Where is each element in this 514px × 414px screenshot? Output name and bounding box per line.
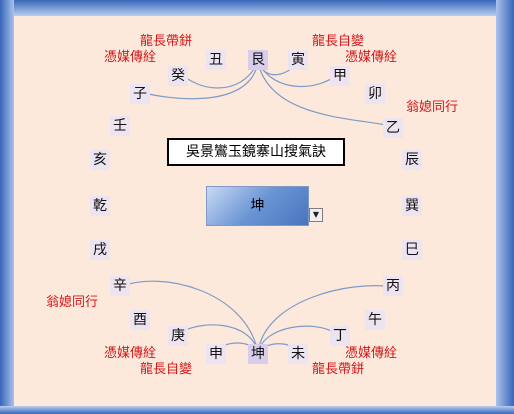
mountain-jia: 甲 (330, 66, 350, 86)
mountain-you: 酉 (130, 310, 150, 330)
mountain-zi: 子 (130, 84, 150, 104)
note-top-left-2: 憑媒傳絟 (104, 50, 157, 65)
mountain-xin: 辛 (110, 276, 130, 296)
note-bottom-left-1: 憑媒傳絟 (104, 346, 157, 361)
arc-gen-yi (257, 61, 391, 127)
mountain-kun: 坤 (248, 344, 268, 364)
mountain-xu: 戌 (90, 240, 110, 260)
arc-kun-bing (257, 285, 394, 353)
mountain-mao: 卯 (365, 84, 385, 104)
frame-left (0, 0, 14, 414)
mountain-yi: 乙 (383, 118, 403, 138)
mountain-yin: 寅 (288, 50, 308, 70)
chevron-down-icon[interactable]: ▼ (309, 208, 323, 222)
mountain-shen: 申 (206, 344, 226, 364)
arc-gen-zi (139, 61, 259, 100)
mountain-gui: 癸 (168, 66, 188, 86)
mountain-wei: 未 (288, 344, 308, 364)
note-bottom-left-2: 龍長自變 (140, 362, 193, 377)
mountain-si: 巳 (402, 240, 422, 260)
note-bottom-right-2: 龍長帶鉼 (312, 362, 365, 377)
mountain-ding: 丁 (330, 326, 350, 346)
mountain-bing: 丙 (383, 276, 403, 296)
note-top-right-1: 龍長自變 (312, 34, 365, 49)
diagram-title: 吳景鸞玉鏡寨山搜氣訣 (167, 138, 345, 166)
mountain-chen: 辰 (402, 150, 422, 170)
note-top-left-1: 龍長帶鉼 (140, 34, 193, 49)
note-left-mid: 翁媳同行 (46, 295, 99, 310)
note-top-right-2: 憑媒傳絟 (345, 50, 398, 65)
mountain-select-button[interactable]: 坤 (206, 186, 309, 226)
frame-right (496, 0, 514, 414)
note-right-mid: 翁媳同行 (406, 100, 459, 115)
frame-top (0, 0, 514, 16)
frame-bottom (0, 406, 514, 414)
mountain-hai: 亥 (90, 150, 110, 170)
mountain-xun: 巽 (402, 196, 422, 216)
mountain-geng: 庚 (168, 326, 188, 346)
note-bottom-right-1: 憑媒傳絟 (345, 346, 398, 361)
mountain-ren: 壬 (110, 116, 130, 136)
mountain-wu: 午 (365, 310, 385, 330)
mountain-qian: 乾 (90, 196, 110, 216)
arc-kun-xin (119, 280, 259, 353)
mountain-chou: 丑 (206, 50, 226, 70)
mountain-gen: 艮 (248, 50, 268, 70)
